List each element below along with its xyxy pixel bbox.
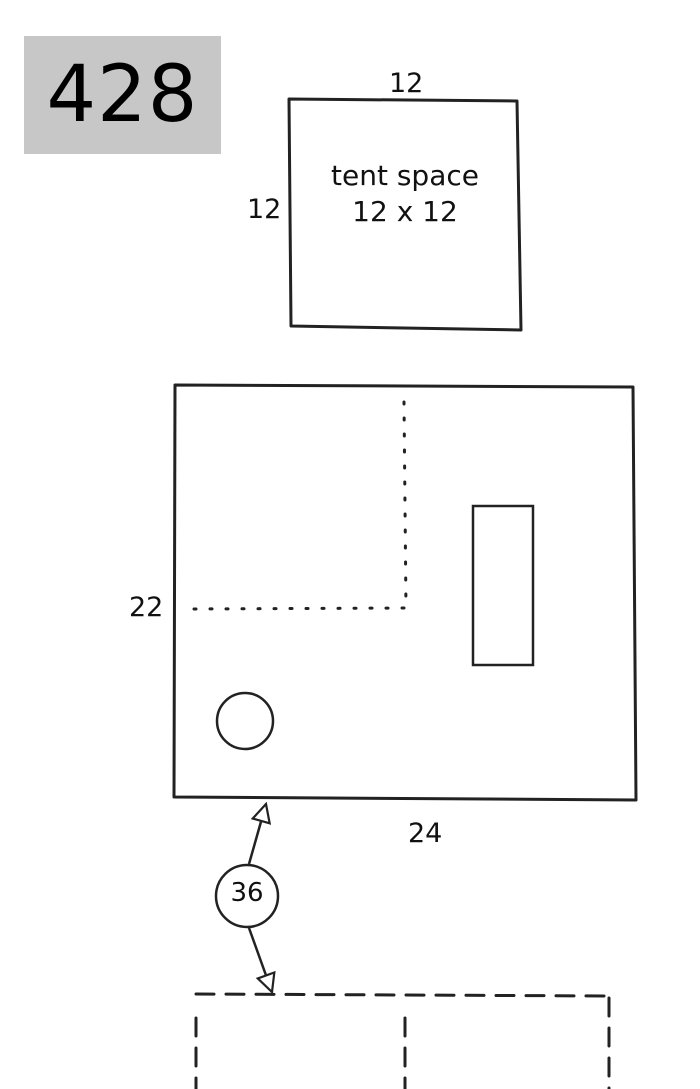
site-number: 428 bbox=[46, 50, 199, 140]
pad-outline bbox=[172, 383, 638, 802]
fire-ring bbox=[215, 691, 275, 751]
distance-arrow-up bbox=[247, 804, 266, 865]
picnic-table bbox=[471, 504, 535, 667]
pad-width-label: 24 bbox=[408, 818, 443, 849]
tent-space-caption: tent space 12 x 12 bbox=[290, 158, 520, 231]
pad-inner-dotted-boundary bbox=[190, 400, 408, 611]
distance-value: 36 bbox=[230, 878, 264, 908]
tent-space-outline bbox=[287, 97, 523, 332]
pad-depth-label: 22 bbox=[129, 592, 164, 623]
tent-space-title: tent space bbox=[331, 159, 479, 192]
tent-space-dims: 12 x 12 bbox=[352, 195, 458, 229]
tent-width-label: 12 bbox=[389, 68, 424, 99]
site-number-badge: 428 bbox=[24, 36, 221, 154]
parking-outline-dashed bbox=[194, 992, 613, 1089]
distance-arrow-down bbox=[247, 927, 272, 992]
tent-depth-label: 12 bbox=[247, 194, 282, 225]
distance-circle bbox=[214, 863, 280, 929]
